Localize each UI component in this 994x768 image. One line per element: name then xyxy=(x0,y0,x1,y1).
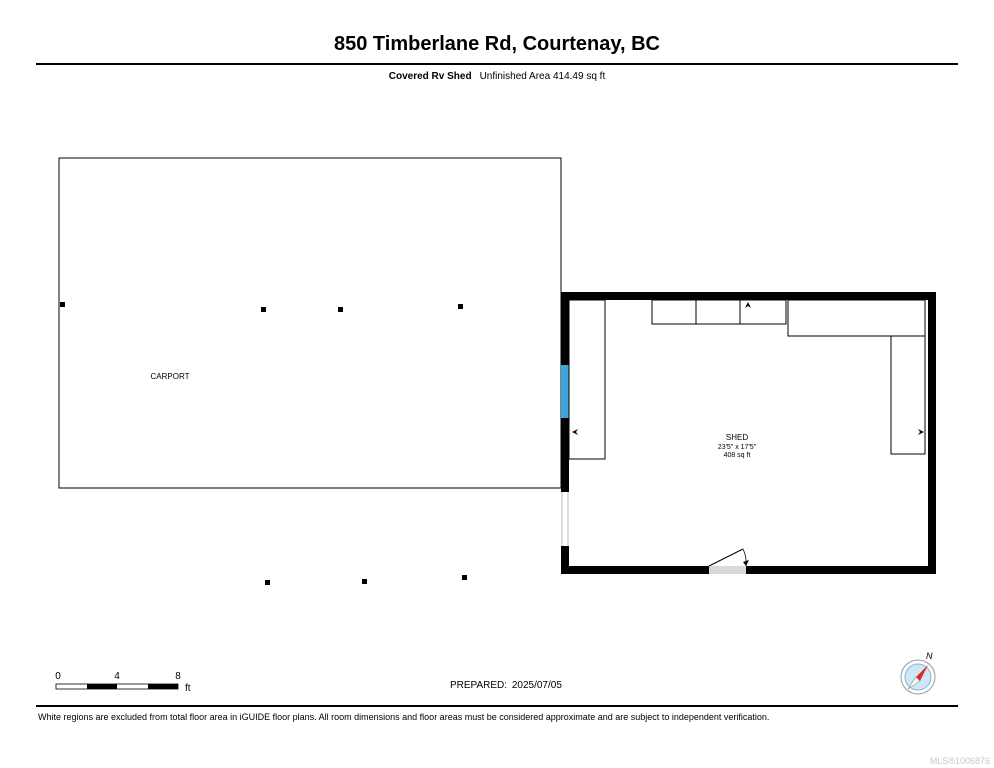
shed-walls xyxy=(561,292,936,574)
right-bench xyxy=(890,335,926,455)
mls-watermark: MLS®1006876 xyxy=(929,756,990,766)
shed-area: 408 sq ft xyxy=(724,452,751,459)
footer-rule xyxy=(36,705,958,707)
carport-posts xyxy=(60,302,467,585)
compass-north-label: N xyxy=(926,651,933,661)
wall-left-middle xyxy=(561,418,569,492)
carport-outline xyxy=(58,157,562,489)
post xyxy=(338,307,343,312)
wall-bottom-right xyxy=(746,566,936,574)
arrow xyxy=(572,429,578,435)
wall-left-lower xyxy=(561,546,569,574)
header-rule xyxy=(36,63,958,65)
post xyxy=(261,307,266,312)
shed-fixtures xyxy=(568,299,926,460)
post xyxy=(458,304,463,309)
post xyxy=(60,302,65,307)
carport-label: CARPORT xyxy=(151,372,190,381)
prepared-label: PREPARED: xyxy=(450,680,508,691)
left-bench xyxy=(568,299,606,460)
post xyxy=(362,579,367,584)
cabinet xyxy=(695,299,741,325)
scale-tick-8: 8 xyxy=(175,671,181,682)
compass-icon: N xyxy=(900,651,936,695)
shed-dimensions: 23'5" x 17'5" xyxy=(718,444,757,451)
prepared-value: 2025/07/05 xyxy=(511,680,562,691)
side-opening xyxy=(561,492,569,546)
top-bench xyxy=(787,299,926,337)
wall-right xyxy=(928,292,936,574)
wall-top xyxy=(561,292,936,300)
arrow xyxy=(745,302,751,308)
shed-label: SHED xyxy=(726,433,748,442)
post xyxy=(462,575,467,580)
building-name: Covered Rv Shed xyxy=(388,71,472,82)
prepared-date: PREPARED: 2025/07/05 xyxy=(448,680,562,691)
door-sill xyxy=(709,566,746,574)
fixture-arrows xyxy=(572,302,924,435)
cabinet xyxy=(651,299,697,325)
scale-tick-0: 0 xyxy=(55,671,61,682)
area-summary: Unfinished Area 414.49 sq ft xyxy=(479,71,606,82)
scale-tick-4: 4 xyxy=(114,671,120,682)
address-title: 850 Timberlane Rd, Courtenay, BC xyxy=(333,33,660,55)
wall-left-upper xyxy=(561,292,569,365)
door-arrow xyxy=(743,560,749,566)
window xyxy=(561,365,569,418)
door-swing xyxy=(708,548,744,567)
scale-unit: ft xyxy=(185,683,191,694)
post xyxy=(265,580,270,585)
arrow xyxy=(918,429,924,435)
scale-bar: 0 4 8 ft xyxy=(55,671,191,694)
footer-disclaimer: White regions are excluded from total fl… xyxy=(38,712,770,722)
building-summary: Covered Rv Shed Unfinished Area 414.49 sq… xyxy=(0,71,994,82)
wall-bottom-left xyxy=(561,566,709,574)
cabinet xyxy=(739,299,787,325)
